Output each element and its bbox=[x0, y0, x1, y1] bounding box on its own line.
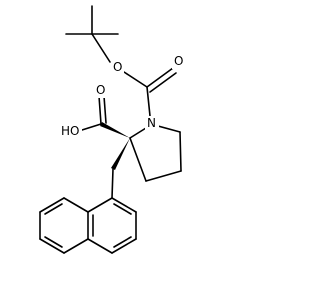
bond-n-to-c5 bbox=[157, 125, 181, 133]
atom-label-carbamate-oxygen: O bbox=[113, 60, 122, 74]
bond-c4-to-c3 bbox=[145, 170, 182, 182]
bond-naph-c5-c4a bbox=[63, 238, 89, 254]
atom-labels: O O N O HO bbox=[60, 54, 185, 139]
carboxylic-acid-group bbox=[81, 95, 130, 138]
bond-naph-c6-c5 bbox=[39, 238, 65, 254]
bond-naph-inner-c8-c7 bbox=[44, 203, 63, 215]
bond-naph-c3-c4 bbox=[111, 238, 137, 254]
bond-naph-inner-c3-c4 bbox=[113, 236, 132, 248]
atom-label-ring-nitrogen: N bbox=[147, 116, 156, 130]
bond-c3-to-c2 bbox=[129, 137, 147, 182]
atom-label-hydroxyl: HO bbox=[61, 124, 79, 138]
wedge-bond-c2-to-acid-carbon bbox=[100, 122, 130, 138]
bond-acid-carbon-to-hydroxyl bbox=[81, 123, 102, 131]
bond-naph-c1-c2 bbox=[111, 197, 137, 213]
bond-naph-c8-c7 bbox=[39, 197, 65, 213]
tert-butyl-group bbox=[65, 5, 119, 63]
pyrrolidine-ring bbox=[129, 125, 182, 182]
bond-n-to-c2 bbox=[129, 127, 147, 139]
atom-label-acid-carbonyl-oxygen: O bbox=[96, 83, 105, 97]
bond-c5-to-c4 bbox=[179, 131, 182, 172]
bond-carbonyl-double-b bbox=[149, 72, 177, 93]
bond-oxygen-to-carbonyl bbox=[123, 71, 148, 88]
bond-naph-inner-c6-c5 bbox=[44, 236, 63, 248]
bond-carbonyl-to-nitrogen bbox=[146, 86, 151, 117]
wedge-bond-c2-to-methylene bbox=[111, 138, 130, 170]
bond-naph-c4-c4a bbox=[87, 238, 113, 254]
bond-tbu-to-oxygen bbox=[91, 33, 111, 63]
chemical-structure-diagram: O O N O HO bbox=[39, 5, 185, 254]
bond-naph-inner-c1-c2 bbox=[113, 203, 132, 215]
methylene-linker bbox=[111, 138, 130, 199]
atom-label-carbamate-carbonyl-oxygen: O bbox=[174, 54, 183, 68]
bond-acid-carbonyl-double-b bbox=[103, 95, 107, 124]
bond-naph-c8a-c8 bbox=[63, 197, 89, 213]
boc-carbamate-group bbox=[123, 67, 177, 117]
bond-methylene-to-naphthalene bbox=[111, 168, 114, 199]
naphthalene-ring-system bbox=[39, 197, 137, 254]
bond-carbonyl-double-a bbox=[146, 67, 174, 88]
bond-acid-carbonyl-double-a bbox=[98, 95, 102, 125]
bond-naph-c8a-c1 bbox=[87, 197, 113, 213]
